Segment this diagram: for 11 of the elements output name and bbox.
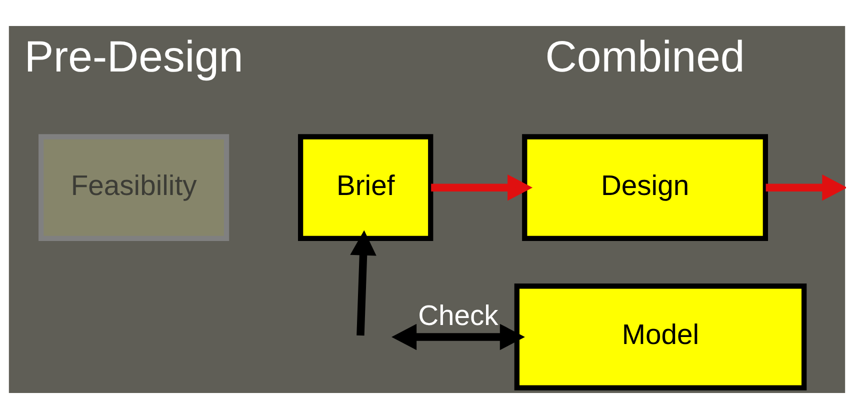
arrow bbox=[766, 174, 846, 200]
node-box: Model bbox=[514, 283, 807, 390]
node-box: Design bbox=[522, 134, 768, 241]
edge-label: Check bbox=[418, 299, 498, 332]
node-box: Feasibility bbox=[38, 134, 230, 241]
label: Combined bbox=[545, 32, 745, 81]
arrow bbox=[431, 174, 533, 200]
node-box: Brief bbox=[298, 134, 434, 241]
arrow bbox=[392, 323, 525, 350]
label: Pre-Design bbox=[24, 32, 244, 81]
arrow bbox=[350, 230, 376, 336]
